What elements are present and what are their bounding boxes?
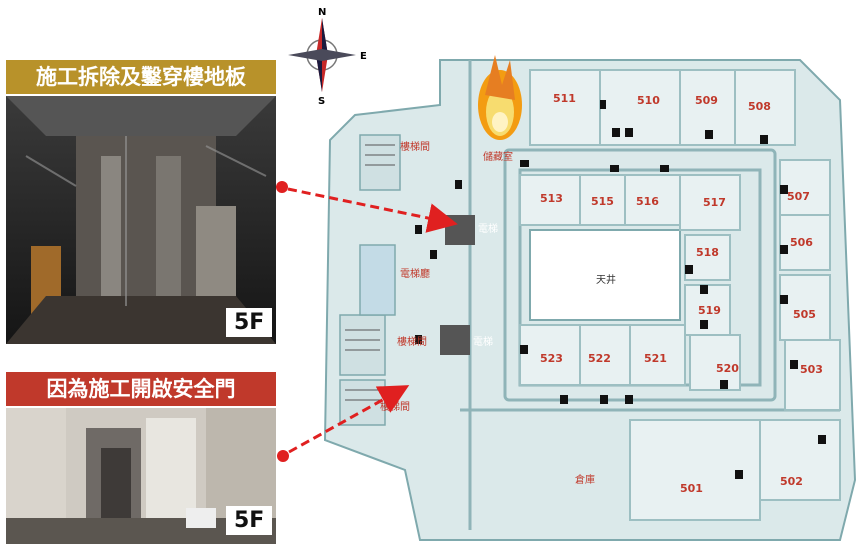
room-521: 521 [644, 352, 667, 365]
stair-top-label: 樓梯間 [400, 140, 430, 153]
fire-room-label: 儲藏室 [483, 150, 513, 163]
room-509: 509 [695, 94, 718, 107]
arrow1-origin [276, 181, 288, 193]
compass-e: E [360, 51, 367, 62]
arrow2-origin [277, 450, 289, 462]
elevator-shaft-1 [445, 215, 475, 245]
floor-plan: 511 510 509 508 507 506 505 503 502 501 … [323, 55, 857, 541]
atrium-label: 天井 [596, 273, 616, 286]
room-506: 506 [790, 236, 813, 249]
elevator2-label: 電梯 [473, 335, 493, 348]
room-520: 520 [716, 362, 739, 375]
room-513: 513 [540, 192, 563, 205]
atrium [529, 229, 681, 321]
room-503: 503 [800, 363, 823, 376]
room-516: 516 [636, 195, 659, 208]
compass-icon: N S E [288, 7, 367, 105]
room-517: 517 [703, 196, 726, 209]
room-511: 511 [553, 92, 576, 105]
room-501: 501 [680, 482, 703, 495]
room-523: 523 [540, 352, 563, 365]
top-panel-title: 施工拆除及鑿穿樓地板 [6, 60, 276, 94]
stair-bottom2-label: 樓梯間 [380, 400, 410, 413]
demolition-photo [6, 96, 276, 344]
compass-s: S [318, 96, 325, 105]
room-519: 519 [698, 304, 721, 317]
storage-label: 倉庫 [575, 473, 595, 486]
room-505: 505 [793, 308, 816, 321]
bottom-panel-title: 因為施工開啟安全門 [6, 372, 276, 406]
elevator1-label: 電梯 [478, 222, 498, 235]
room-502: 502 [780, 475, 803, 488]
bottom-floor-tag: 5F [226, 506, 273, 535]
compass-n: N [318, 7, 326, 18]
stair-bottom1-label: 樓梯間 [397, 335, 427, 348]
room-522: 522 [588, 352, 611, 365]
room-518: 518 [696, 246, 719, 259]
room-510: 510 [637, 94, 660, 107]
elevator-shaft-2 [440, 325, 470, 355]
top-floor-tag: 5F [226, 308, 273, 337]
elevator-hall-label: 電梯廳 [400, 267, 430, 280]
room-515: 515 [591, 195, 614, 208]
room-508: 508 [748, 100, 771, 113]
room-507: 507 [787, 190, 810, 203]
fire-icon [478, 55, 522, 140]
